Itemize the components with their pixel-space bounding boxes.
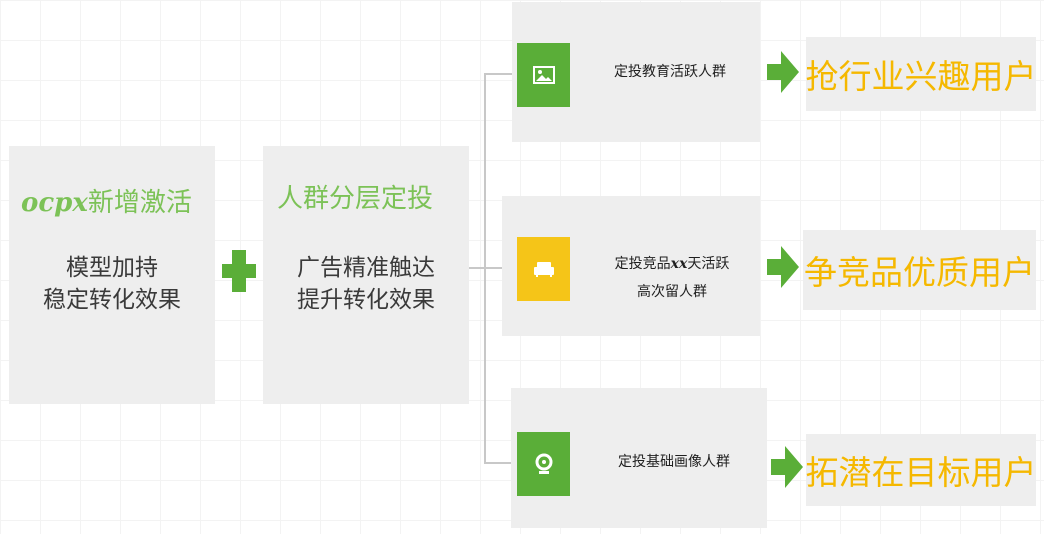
- segment-box-line1: 广告精准触达: [297, 255, 435, 281]
- segment-box: 人群分层定投 广告精准触达 提升转化效果: [263, 146, 469, 404]
- plus-icon: [222, 250, 256, 292]
- result-industry-interest: 抢行业兴趣用户: [806, 37, 1037, 111]
- sofa-icon: [517, 237, 570, 301]
- target-profile-line1: 定投基础画像人群: [618, 454, 730, 470]
- target-education-text: 定投教育活跃人群: [582, 58, 758, 86]
- target-competitor-line1-suffix: 天活跃: [687, 256, 730, 272]
- result-competitor-users: 争竞品优质用户: [803, 230, 1036, 310]
- webcam-icon: [517, 432, 570, 496]
- target-competitor-line1: 定投竞品xx天活跃: [587, 250, 757, 278]
- ocpx-box-line2: 稳定转化效果: [43, 287, 181, 313]
- connector-branch-3: [484, 462, 513, 464]
- arrow-right-icon: [771, 446, 803, 488]
- connector-branch-2: [484, 267, 504, 269]
- ocpx-box-line1: 模型加持: [66, 255, 158, 281]
- target-education-line1: 定投教育活跃人群: [614, 64, 726, 80]
- arrow-right-icon: [767, 51, 799, 93]
- target-box-competitor: 定投竞品xx天活跃 高次留人群: [502, 196, 760, 336]
- target-competitor-line2: 高次留人群: [637, 284, 707, 300]
- new-activation-label: 新增激活: [87, 188, 192, 218]
- ocpx-box: ocpx新增激活 模型加持 稳定转化效果: [9, 146, 215, 404]
- connector-horizontal: [469, 267, 485, 269]
- target-box-profile: 定投基础画像人群: [511, 388, 767, 528]
- ocpx-box-title: ocpx新增激活: [21, 182, 192, 219]
- segment-box-line2: 提升转化效果: [297, 287, 435, 313]
- segment-box-title: 人群分层定投: [277, 184, 434, 214]
- target-box-education: 定投教育活跃人群: [512, 2, 760, 142]
- result-potential-users: 拓潜在目标用户: [806, 434, 1037, 506]
- target-competitor-text: 定投竞品xx天活跃 高次留人群: [587, 250, 757, 306]
- ocpx-label: ocpx: [21, 188, 88, 218]
- image-icon: [517, 43, 570, 107]
- segment-box-body: 广告精准触达 提升转化效果: [263, 252, 469, 316]
- target-competitor-line1-prefix: 定投竞品: [614, 256, 671, 272]
- target-competitor-line1-mark: xx: [670, 256, 688, 272]
- target-profile-text: 定投基础画像人群: [581, 448, 767, 476]
- connector-branch-1: [484, 73, 513, 75]
- arrow-right-icon: [767, 246, 799, 288]
- ocpx-box-body: 模型加持 稳定转化效果: [9, 252, 215, 316]
